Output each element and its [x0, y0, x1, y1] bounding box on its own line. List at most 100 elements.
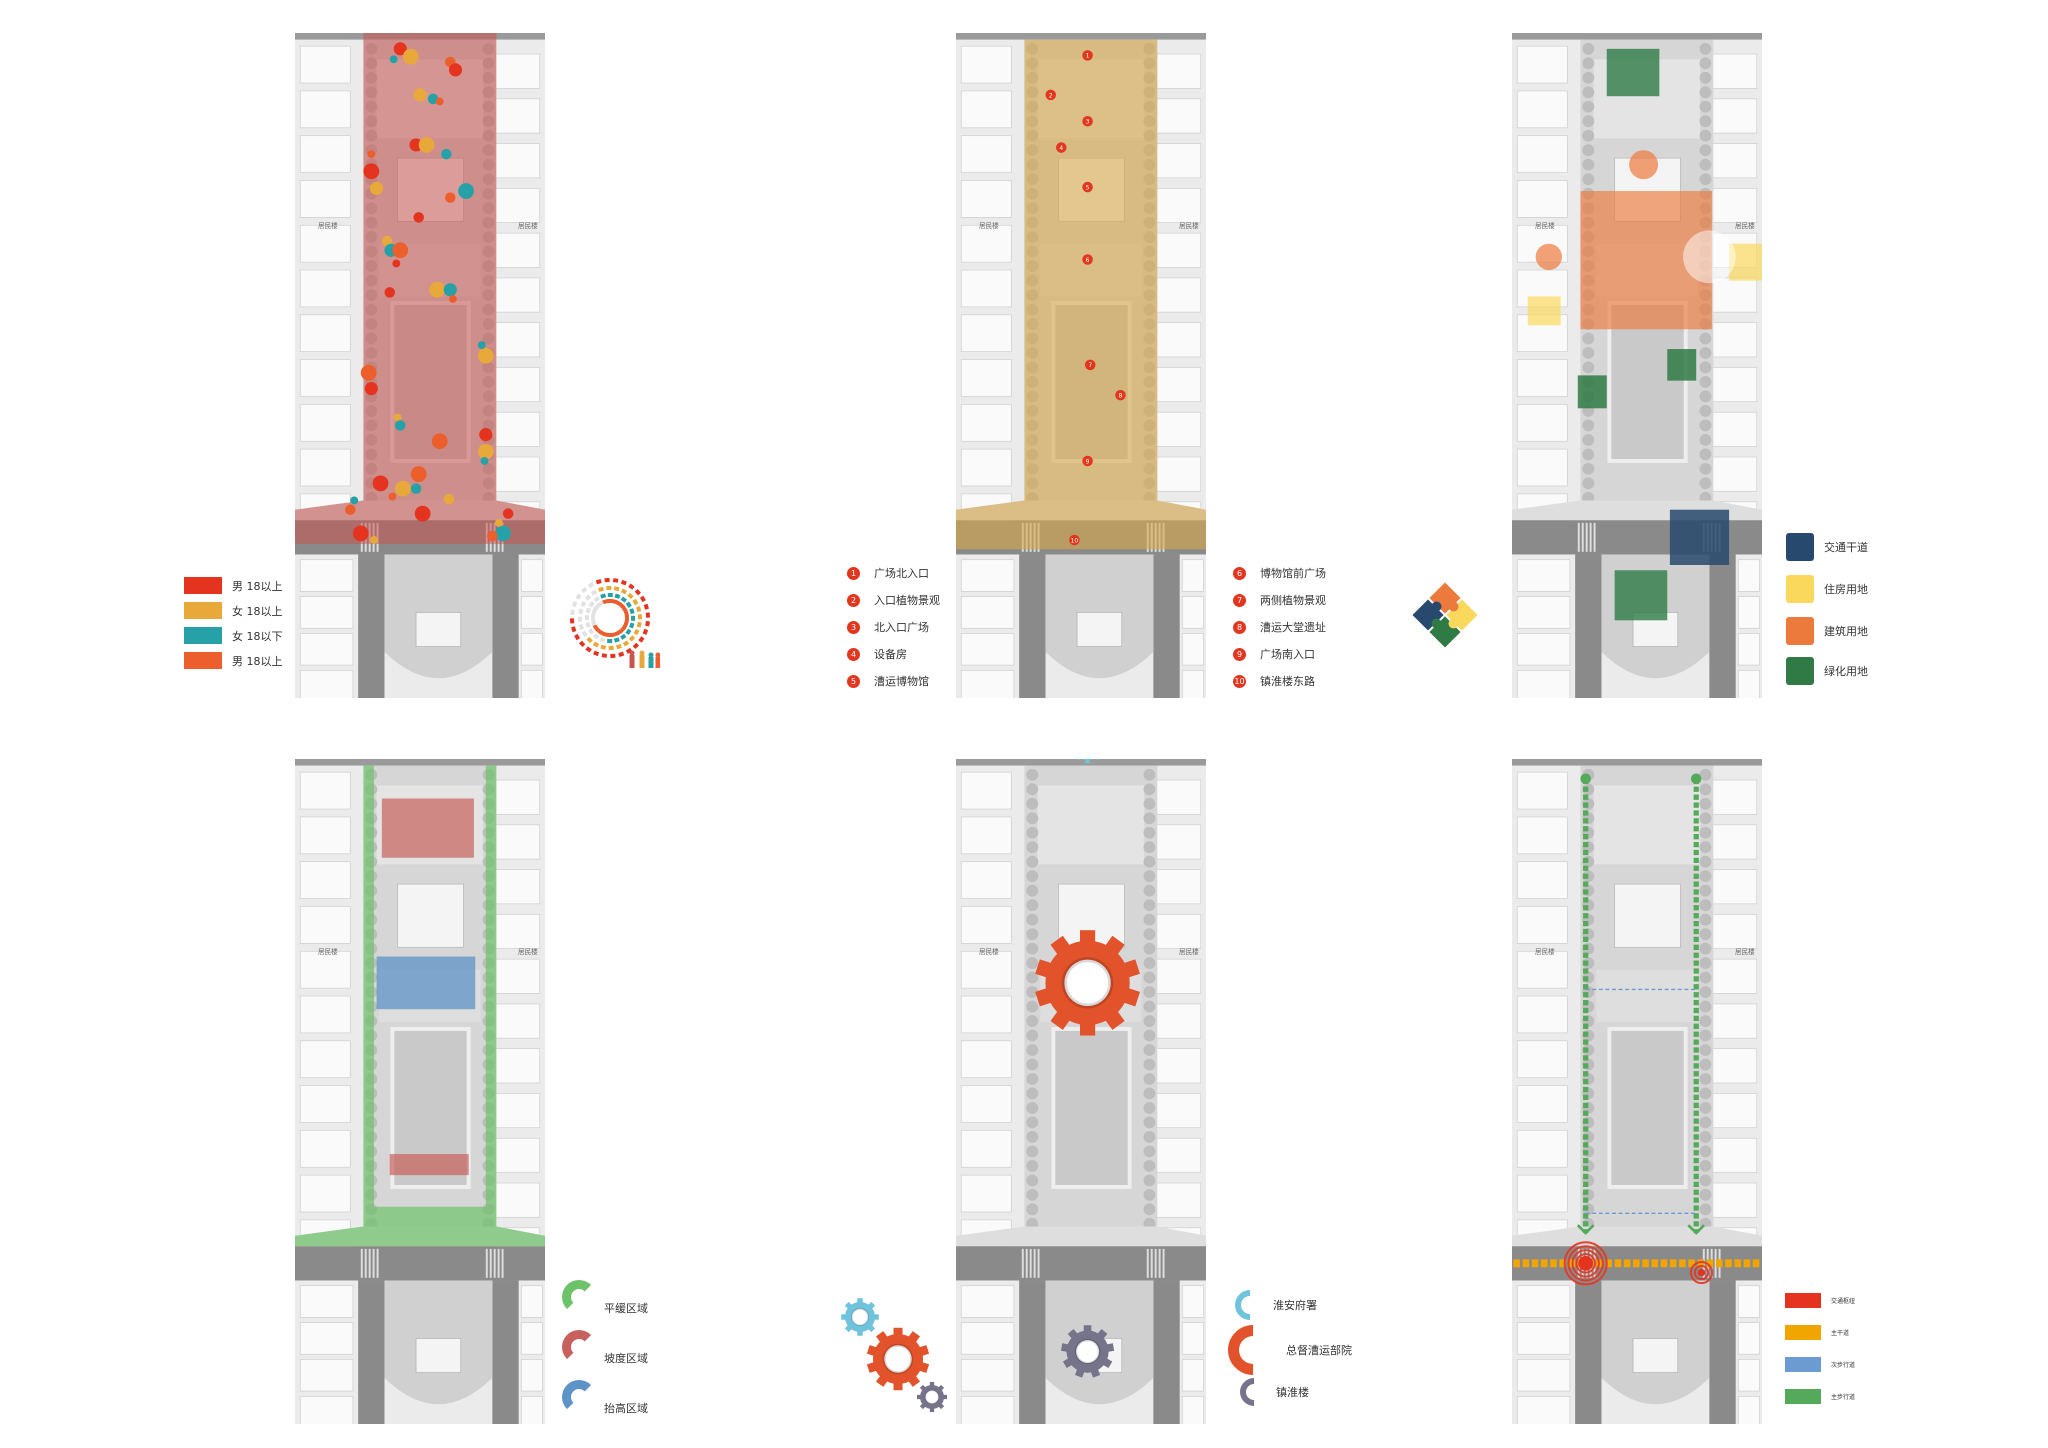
building: [494, 98, 541, 134]
crosswalk: [485, 1248, 488, 1278]
building: [960, 950, 1012, 989]
walkway-arrow: [1687, 1224, 1706, 1235]
tree: [1699, 129, 1712, 142]
legend-label: 广场北入口: [874, 567, 929, 580]
building: [299, 1174, 351, 1213]
crosswalk: [489, 1248, 492, 1278]
feature-marker: [1084, 359, 1096, 371]
building: [520, 1359, 543, 1392]
map-historic-axis: 居民楼居民楼: [956, 759, 1206, 1424]
feature-marker-number: 2: [1049, 93, 1053, 99]
legend-label: 漕运大堂遗址: [1260, 621, 1326, 634]
tree: [1699, 870, 1712, 883]
building: [1155, 1093, 1202, 1129]
building: [494, 779, 541, 815]
building: [299, 269, 351, 308]
visitor-dot: [502, 508, 514, 519]
tree: [1699, 433, 1712, 446]
legend-label: 交通干道: [1824, 541, 1868, 554]
tree: [1699, 1073, 1712, 1085]
visitor-dot: [458, 183, 474, 199]
tree: [1026, 928, 1039, 941]
traffic-hub-icon: [1697, 1268, 1706, 1277]
person-icon: [655, 657, 660, 668]
legend-swatch: [184, 602, 222, 619]
tree: [1699, 971, 1712, 984]
gear-tooth: [1083, 1325, 1092, 1336]
feature-marker-number: 8: [1119, 393, 1123, 399]
crosswalk: [372, 1248, 375, 1278]
building: [299, 596, 354, 629]
building: [1155, 824, 1202, 860]
tree: [1143, 899, 1156, 912]
tree: [1143, 797, 1156, 810]
tree: [1699, 884, 1712, 897]
feature-marker: [1056, 142, 1067, 153]
arc-swatch: [1228, 1283, 1272, 1327]
resident-building-label: 居民楼: [1535, 221, 1555, 230]
tree: [1143, 1015, 1156, 1027]
gear-icon: [917, 1382, 947, 1412]
tree: [1143, 1203, 1156, 1216]
arc-swatch: [562, 1280, 596, 1314]
resident-building-label: 居民楼: [318, 947, 338, 956]
tree: [1699, 173, 1712, 186]
gear-icon: [866, 1327, 930, 1391]
arc-swatch: [1234, 1372, 1274, 1412]
tree: [1699, 100, 1712, 113]
crosswalk: [1162, 1248, 1165, 1278]
walkway-node: [1690, 773, 1702, 785]
building: [960, 1322, 1015, 1355]
marker-number: 5: [847, 674, 860, 688]
building: [1516, 404, 1568, 442]
ring-segment: [613, 637, 620, 643]
visitor-dot: [395, 480, 411, 497]
tree: [1699, 1029, 1712, 1042]
ring-segment: [628, 635, 636, 642]
building: [299, 861, 351, 899]
legend-item: 男 18以上: [184, 577, 283, 594]
visitor-dot: [360, 364, 377, 381]
building: [1181, 559, 1204, 592]
legend-swatch: [184, 652, 222, 669]
ring-segment: [581, 630, 588, 638]
construction-land-piece: [1629, 150, 1659, 180]
building: [1516, 816, 1568, 855]
legend-item: 镇淮楼: [1234, 1372, 1309, 1412]
legend-item: 女 18以上: [184, 602, 283, 619]
crosswalk: [1577, 522, 1580, 552]
building: [1155, 98, 1202, 134]
building: [1516, 1130, 1568, 1168]
ring-segment: [629, 608, 635, 615]
ring-segment: [645, 612, 651, 618]
tree: [1699, 419, 1712, 432]
building: [960, 633, 1015, 666]
tree: [1699, 361, 1712, 374]
building: [520, 1285, 543, 1318]
feature-marker: [1115, 389, 1126, 401]
resident-building-label: 居民楼: [979, 221, 999, 230]
tree: [1699, 477, 1712, 490]
ring-segment: [598, 586, 605, 592]
building: [299, 816, 351, 855]
legend-item: 交通枢纽: [1785, 1293, 1855, 1308]
tree: [1699, 783, 1712, 796]
tree: [1143, 1188, 1156, 1201]
resident-building-label: 居民楼: [1179, 221, 1199, 230]
building: [960, 45, 1012, 84]
tree: [1699, 115, 1712, 128]
ring-segment: [600, 644, 607, 650]
tree: [1699, 812, 1712, 825]
tree: [1582, 144, 1595, 157]
visitor-dot: [427, 93, 439, 105]
green-land-piece: [1667, 349, 1697, 381]
north-plaza: [1037, 785, 1145, 865]
legend-swatch: [1785, 1389, 1821, 1404]
building: [299, 1396, 354, 1424]
legend-label: 女 18以上: [232, 604, 283, 618]
ring-segment: [592, 641, 600, 648]
building: [1516, 1322, 1571, 1355]
